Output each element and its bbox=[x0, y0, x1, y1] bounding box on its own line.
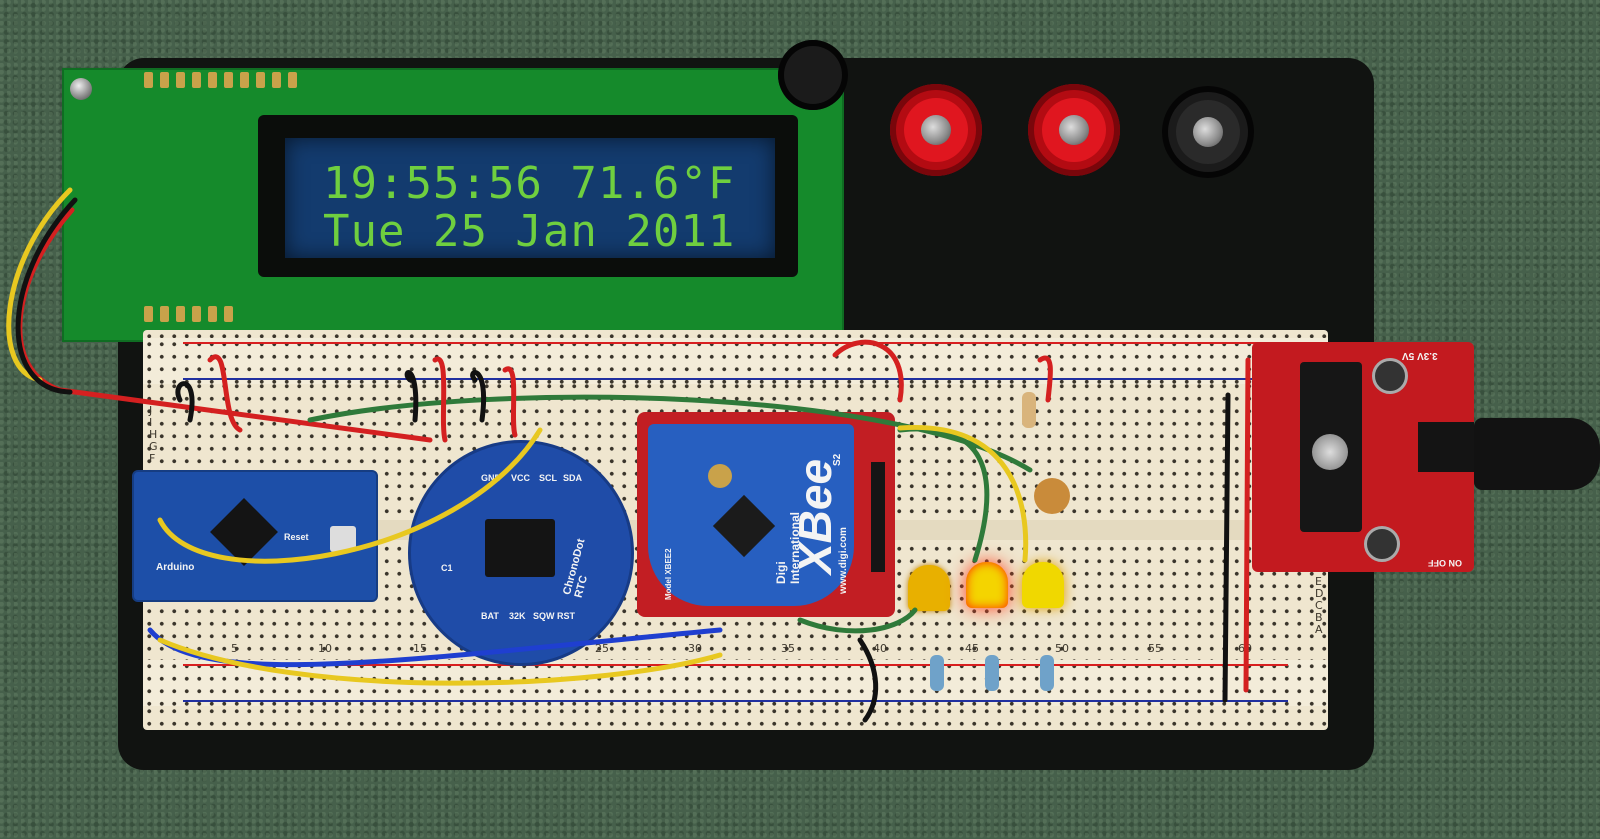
column-number: 50 bbox=[1055, 642, 1069, 655]
binding-post-red bbox=[890, 84, 982, 176]
wire-red bbox=[832, 339, 904, 403]
column-number: 30 bbox=[688, 642, 702, 655]
wire-black bbox=[404, 369, 419, 423]
led-lit bbox=[1022, 562, 1064, 608]
lcd-screen: 19:55:56 71.6°F Tue 25 Jan 2011 bbox=[285, 138, 775, 258]
screw bbox=[70, 78, 92, 100]
row-letter: C bbox=[1315, 599, 1323, 612]
reset-label: Reset bbox=[284, 532, 309, 542]
capacitor bbox=[1364, 526, 1400, 562]
power-cable bbox=[1474, 418, 1600, 490]
column-number: 35 bbox=[781, 642, 795, 655]
rtc-chip bbox=[485, 519, 555, 577]
column-number: 55 bbox=[1148, 642, 1162, 655]
rtc-pin: RST bbox=[557, 611, 575, 621]
wire-red bbox=[502, 366, 518, 438]
screw bbox=[1312, 434, 1348, 470]
column-number: 40 bbox=[873, 642, 887, 655]
row-letter: H bbox=[149, 428, 158, 441]
power-rail-top bbox=[143, 338, 1328, 384]
wire-red bbox=[1243, 357, 1251, 693]
wire-yellow bbox=[897, 425, 1029, 563]
rtc-pin: SDA bbox=[563, 473, 583, 483]
wire-black bbox=[15, 197, 78, 395]
row-letter: G bbox=[149, 440, 158, 453]
antenna-connector bbox=[708, 464, 732, 488]
header-pins bbox=[871, 462, 885, 572]
column-number: 15 bbox=[413, 642, 427, 655]
column-number: 5 bbox=[231, 642, 238, 655]
led-lit bbox=[966, 562, 1008, 608]
wire-yellow bbox=[157, 637, 723, 686]
row-letter: J bbox=[149, 404, 153, 417]
row-letter: F bbox=[149, 452, 156, 465]
power-rail-bottom bbox=[143, 660, 1328, 706]
rtc-pin: SQW bbox=[533, 611, 555, 621]
rtc-pin: 32K bbox=[509, 611, 526, 621]
wire-red bbox=[1037, 355, 1053, 403]
rtc-pin: C1 bbox=[441, 563, 453, 573]
row-letter: E bbox=[1315, 575, 1322, 588]
rtc-pin: VCC bbox=[511, 473, 531, 483]
resistor bbox=[1022, 392, 1036, 428]
resistor bbox=[930, 655, 944, 691]
resistor bbox=[1040, 655, 1054, 691]
wire-black bbox=[175, 381, 195, 423]
wire-black bbox=[470, 369, 486, 423]
photoresistor bbox=[1034, 478, 1070, 514]
lcd-line-2: Tue 25 Jan 2011 bbox=[323, 206, 736, 257]
wire-red bbox=[17, 207, 433, 443]
rtc-pin: BAT bbox=[481, 611, 499, 621]
wire-red bbox=[432, 356, 448, 443]
rtc-pin: GND bbox=[481, 473, 501, 483]
wire-blue bbox=[147, 627, 723, 668]
row-letter: A bbox=[1315, 623, 1323, 636]
row-letter: D bbox=[1315, 587, 1324, 600]
wire-green bbox=[897, 426, 990, 563]
row-letter: I bbox=[149, 416, 153, 429]
arduino-label: Arduino bbox=[156, 562, 195, 573]
wire-red bbox=[207, 354, 243, 433]
binding-post-black bbox=[1162, 86, 1254, 178]
capacitor bbox=[1372, 358, 1408, 394]
dc-barrel-jack bbox=[1418, 422, 1474, 472]
lcd-line-1: 19:55:56 71.6°F bbox=[323, 158, 736, 209]
binding-post-black bbox=[778, 40, 848, 110]
column-number: 45 bbox=[965, 642, 979, 655]
breadboard-power-supply: 3.3V 5V ON OFF bbox=[1252, 342, 1474, 572]
wire-black bbox=[1222, 392, 1231, 703]
wire-green bbox=[797, 607, 918, 634]
led-yellow bbox=[908, 565, 950, 611]
chronodot-rtc: ChronoDot RTC GND VCC SCL SDA BAT 32K SQ… bbox=[408, 440, 634, 666]
row-letter: B bbox=[1315, 611, 1323, 624]
column-number: 25 bbox=[595, 642, 609, 655]
wire-yellow bbox=[6, 187, 73, 383]
wire-yellow bbox=[157, 427, 543, 564]
resistor bbox=[985, 655, 999, 691]
binding-post-red bbox=[1028, 84, 1120, 176]
wire-black bbox=[857, 637, 879, 723]
rtc-pin: SCL bbox=[539, 473, 557, 483]
xbee-module: XBee Digi International www.digi.com S2 … bbox=[648, 424, 854, 606]
column-number: 10 bbox=[318, 642, 332, 655]
